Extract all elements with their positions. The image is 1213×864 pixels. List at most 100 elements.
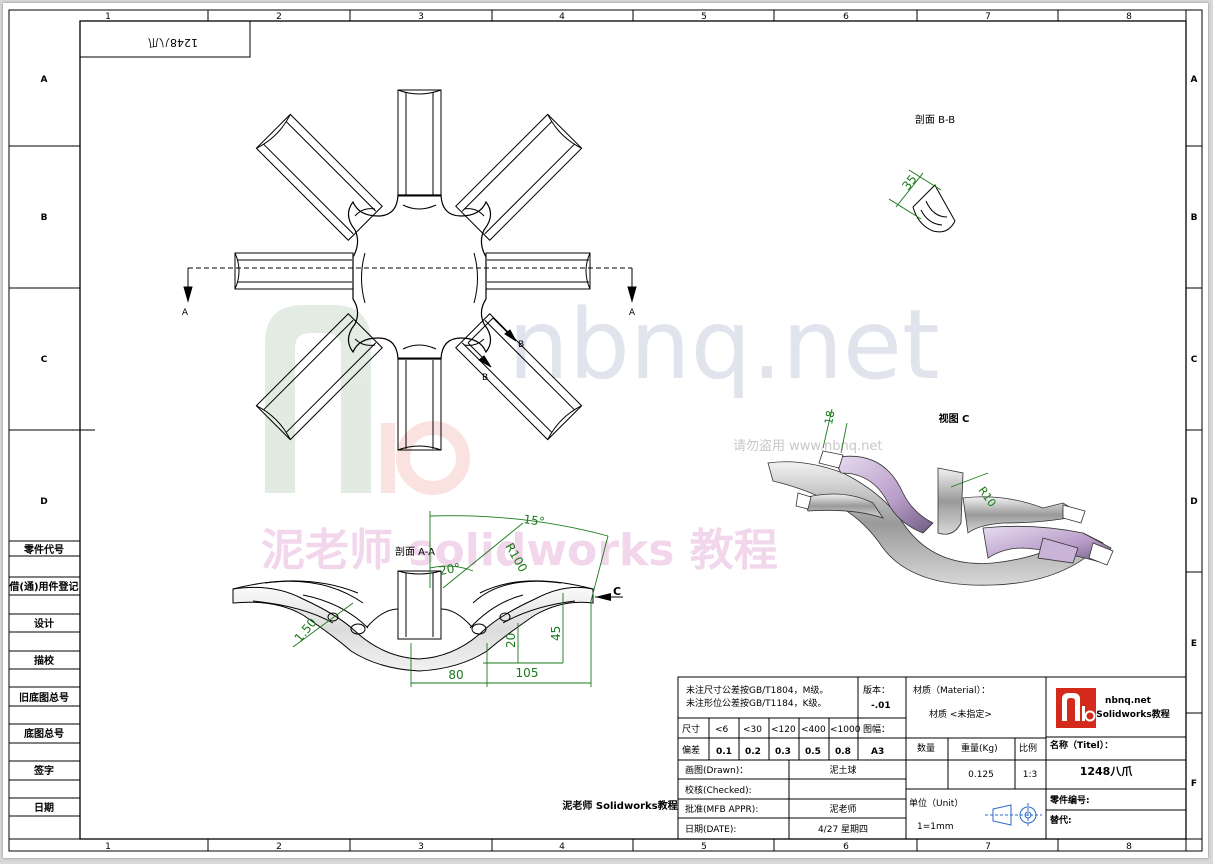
watermark-cn: 泥老师 solidworks 教程 — [261, 525, 778, 576]
dev-value-1: 0.1 — [716, 747, 732, 757]
scale-label: 比例 — [1019, 742, 1037, 754]
strip-trace-check: 描校 — [34, 654, 55, 667]
section-aa-view — [232, 570, 594, 672]
dim-aa-15deg: 15° — [523, 512, 546, 529]
view-c-arrow-label: C — [613, 585, 621, 598]
tol-line-2: 未注形位公差按GB/T1184，K级。 — [686, 697, 827, 709]
sheet-value: A3 — [871, 747, 884, 757]
col-label-bottom-7: 7 — [985, 842, 991, 852]
size-col-2: <30 — [743, 725, 762, 735]
title-block — [677, 676, 1187, 840]
unit-value: 1=1mm — [917, 822, 954, 832]
version-label: 版本： — [863, 684, 890, 696]
stamp-box — [79, 20, 251, 58]
dim-aa-45: 45 — [549, 626, 563, 641]
brand-logo — [1056, 688, 1096, 728]
section-aa-title: 剖面 A-A — [395, 545, 435, 558]
row-label-right-e: E — [1191, 639, 1197, 649]
dim-aa-20deg: 20° — [438, 560, 461, 577]
title-label: 名称（Titel）： — [1050, 739, 1113, 751]
row-label-right-c: C — [1191, 355, 1198, 365]
version-value: -.01 — [871, 701, 891, 711]
row-label-left-a: A — [41, 75, 48, 85]
strip-old-master: 旧底图总号 — [19, 691, 69, 704]
unit-label: 单位（Unit） — [909, 797, 963, 809]
dim-aa-105: 105 — [516, 666, 539, 680]
date-label: 日期(DATE): — [685, 824, 736, 835]
author-note: 泥老师 Solidworks教程 — [562, 799, 677, 812]
drawn-label: 画图(Drawn)： — [685, 765, 748, 776]
scale-value: 1:3 — [1023, 770, 1037, 780]
drawing-canvas: 1 2 3 4 5 6 7 8 1 2 3 4 5 6 7 8 A B C D … — [8, 9, 1203, 852]
view-c-dimensions — [822, 408, 989, 488]
logo-site: nbnq.net — [1105, 696, 1152, 706]
strip-part-code: 零件代号 — [23, 543, 64, 556]
strip-signature: 签字 — [33, 764, 54, 777]
size-label: 尺寸 — [682, 723, 700, 735]
date-value: 4/27 星期四 — [818, 824, 868, 835]
outer-frame — [8, 9, 1203, 852]
col-label-top-1: 1 — [105, 12, 111, 22]
column-ticks — [207, 10, 1059, 851]
col-label-bottom-6: 6 — [843, 842, 849, 852]
checked-label: 校核(Checked): — [685, 784, 752, 796]
col-label-top-2: 2 — [276, 12, 282, 22]
col-label-top-4: 4 — [559, 12, 565, 22]
dev-label: 偏差 — [682, 744, 700, 756]
row-label-right-d: D — [1190, 497, 1197, 507]
strip-master-no: 底图总号 — [24, 727, 64, 740]
view-c-title: 视图 C — [939, 412, 970, 425]
logo-sub: Solidworks教程 — [1096, 708, 1170, 720]
size-col-3: <120 — [771, 725, 796, 735]
row-label-right-b: B — [1191, 213, 1198, 223]
projection-symbol-icon — [985, 803, 1042, 827]
stamp-box-text: 1248八爪 — [148, 36, 198, 49]
material-value: 材质 <未指定> — [929, 708, 992, 720]
sheet-label: 图幅： — [863, 723, 890, 735]
title-value: 1248八爪 — [1080, 765, 1134, 778]
col-label-bottom-3: 3 — [418, 842, 424, 852]
row-label-right-a: A — [1191, 75, 1198, 85]
strip-date: 日期 — [34, 801, 54, 814]
dim-aa-80: 80 — [448, 668, 463, 682]
size-col-5: <1000 — [830, 725, 861, 735]
row-label-left-d: D — [40, 497, 47, 507]
dev-value-2: 0.2 — [745, 747, 761, 757]
row-ticks — [9, 145, 1202, 714]
drawing-sheet: 1 2 3 4 5 6 7 8 1 2 3 4 5 6 7 8 A B C D … — [3, 3, 1208, 858]
dim-c-18: 18 — [822, 409, 837, 425]
approved-value: 泥老师 — [829, 803, 856, 815]
left-strip — [9, 540, 80, 817]
inner-frame — [79, 20, 1187, 840]
section-aa-dimensions — [292, 511, 609, 687]
qty-label: 数量 — [917, 742, 935, 754]
col-label-bottom-8: 8 — [1126, 842, 1132, 852]
col-label-top-5: 5 — [701, 12, 707, 22]
front-view — [183, 89, 637, 451]
row-label-right-f: F — [1191, 779, 1197, 789]
section-a-right-marker: A — [629, 308, 636, 318]
size-col-1: <6 — [715, 725, 729, 735]
row-label-left-c: C — [41, 355, 48, 365]
watermark-line: 请勿盗用 www.nbnq.net — [733, 438, 882, 454]
dev-value-4: 0.5 — [805, 747, 821, 757]
approved-label: 批准(MFB APPR): — [685, 803, 758, 815]
part-no-label: 零件编号: — [1049, 794, 1090, 806]
col-label-bottom-2: 2 — [276, 842, 282, 852]
row-label-left-b: B — [41, 213, 48, 223]
col-label-bottom-4: 4 — [559, 842, 565, 852]
replace-label: 替代: — [1050, 814, 1072, 826]
col-label-top-7: 7 — [985, 12, 991, 22]
col-label-top-3: 3 — [418, 12, 424, 22]
col-label-top-6: 6 — [843, 12, 849, 22]
section-b-lower-marker: B — [482, 373, 488, 383]
dev-value-3: 0.3 — [775, 747, 791, 757]
col-label-bottom-1: 1 — [105, 842, 111, 852]
section-bb-dimension — [888, 169, 942, 220]
tol-line-1: 未注尺寸公差按GB/T1804，M级。 — [686, 684, 828, 696]
weight-value: 0.125 — [968, 770, 994, 780]
watermark-site: nbnq.net — [508, 289, 940, 401]
section-bb-title: 剖面 B-B — [915, 113, 955, 126]
size-col-4: <400 — [801, 725, 826, 735]
material-label: 材质（Material）： — [913, 684, 990, 696]
